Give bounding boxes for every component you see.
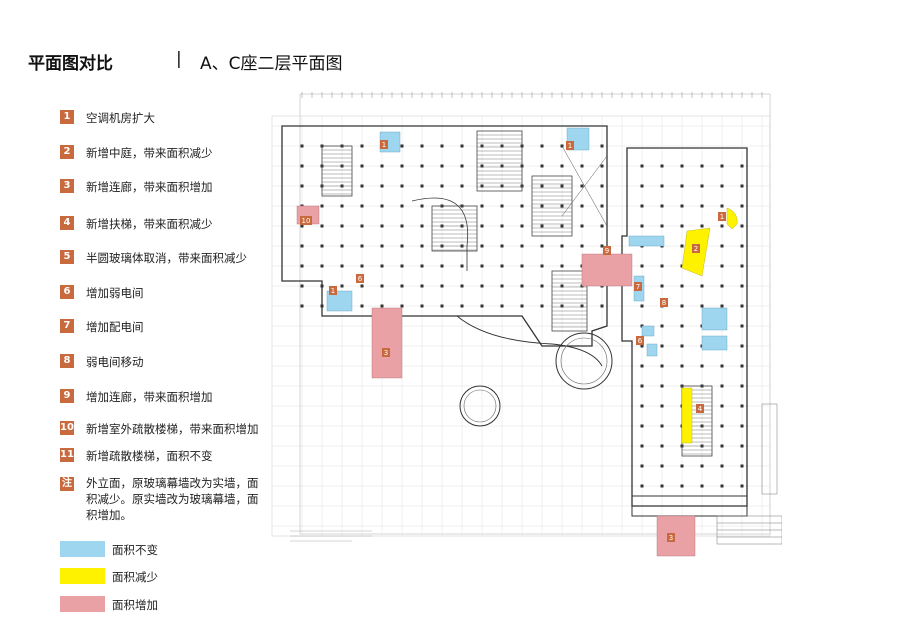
zones-increased xyxy=(296,205,696,557)
floor-plan: 1 1 1 1 2 3 3 4 6 6 7 8 9 10 xyxy=(271,92,782,557)
legend-item-text: 增加弱电间 xyxy=(86,286,144,300)
marker-1: 1 xyxy=(568,142,572,150)
dimension-frame xyxy=(299,93,771,535)
diagonal-line xyxy=(561,155,608,217)
marker-6: 6 xyxy=(358,275,363,283)
legend-badge: 6 xyxy=(60,285,74,299)
legend-item-text: 新增连廊，带来面积增加 xyxy=(86,180,213,194)
legend-badge: 4 xyxy=(60,216,74,230)
marker-1: 1 xyxy=(382,141,386,149)
legend-badge: 10 xyxy=(60,421,74,435)
marker-3: 3 xyxy=(669,534,673,542)
marker-1: 1 xyxy=(331,287,335,295)
legend-item-text: 弱电间移动 xyxy=(86,355,144,369)
legend-badge: 1 xyxy=(60,110,74,124)
page-title: 平面图对比 xyxy=(28,54,113,74)
swatch-increased xyxy=(60,596,105,612)
round-pavilion xyxy=(555,332,613,390)
legend-badge: 9 xyxy=(60,389,74,403)
stair-cores xyxy=(321,130,713,457)
key-plan xyxy=(716,403,782,545)
legend-badge: 5 xyxy=(60,250,74,264)
round-pavilion-inner xyxy=(560,337,608,385)
legend-badge: 3 xyxy=(60,179,74,193)
legend-badge: 8 xyxy=(60,354,74,368)
note-badge: 注 xyxy=(60,477,74,491)
legend-item-text: 增加连廊，带来面积增加 xyxy=(86,390,213,404)
legend-item-text: 新增扶梯，带来面积减少 xyxy=(86,217,213,231)
marker-3: 3 xyxy=(384,349,388,357)
swatch-label: 面积不变 xyxy=(112,543,158,557)
corridor-curve xyxy=(456,315,603,367)
legend-item-text: 半圆玻璃体取消，带来面积减少 xyxy=(86,251,247,265)
legend-item-text: 空调机房扩大 xyxy=(86,111,155,125)
legend-item-text: 新增室外疏散楼梯，带来面积增加 xyxy=(86,422,259,436)
legend-badge: 11 xyxy=(60,448,74,462)
marker-9: 9 xyxy=(605,247,609,255)
note-text: 外立面，原玻璃幕墙改为实墙，面积减少。原实墙改为玻璃幕墙，面积增加。 xyxy=(86,476,259,522)
swatch-label: 面积减少 xyxy=(112,570,158,584)
legend-item-text: 新增中庭，带来面积减少 xyxy=(86,146,213,160)
swatch-label: 面积增加 xyxy=(112,598,158,612)
dimension-ticks xyxy=(301,92,763,98)
marker-8: 8 xyxy=(662,299,666,307)
title-separator: | xyxy=(176,49,182,69)
legend-badge: 7 xyxy=(60,319,74,333)
building-c-outline xyxy=(621,147,748,507)
marker-2: 2 xyxy=(694,245,698,253)
marker-6: 6 xyxy=(638,337,643,345)
legend-badge: 2 xyxy=(60,145,74,159)
swatch-reduced xyxy=(60,568,105,584)
legend-item-text: 增加配电间 xyxy=(86,320,144,334)
swatch-unchanged xyxy=(60,541,105,557)
atrium-curve xyxy=(411,197,469,271)
marker-1: 1 xyxy=(720,213,724,221)
round-kiosk xyxy=(459,385,501,427)
notes-text-lines xyxy=(290,530,372,542)
legend-item-text: 新增疏散楼梯，面积不变 xyxy=(86,449,213,463)
marker-4: 4 xyxy=(698,405,703,413)
page-subtitle: A、C座二层平面图 xyxy=(200,54,343,74)
marker-7: 7 xyxy=(636,283,640,291)
plan-markers: 1 1 1 1 2 3 3 4 6 6 7 8 9 10 xyxy=(300,140,726,542)
round-kiosk-inner xyxy=(463,389,497,423)
marker-10: 10 xyxy=(302,217,311,225)
